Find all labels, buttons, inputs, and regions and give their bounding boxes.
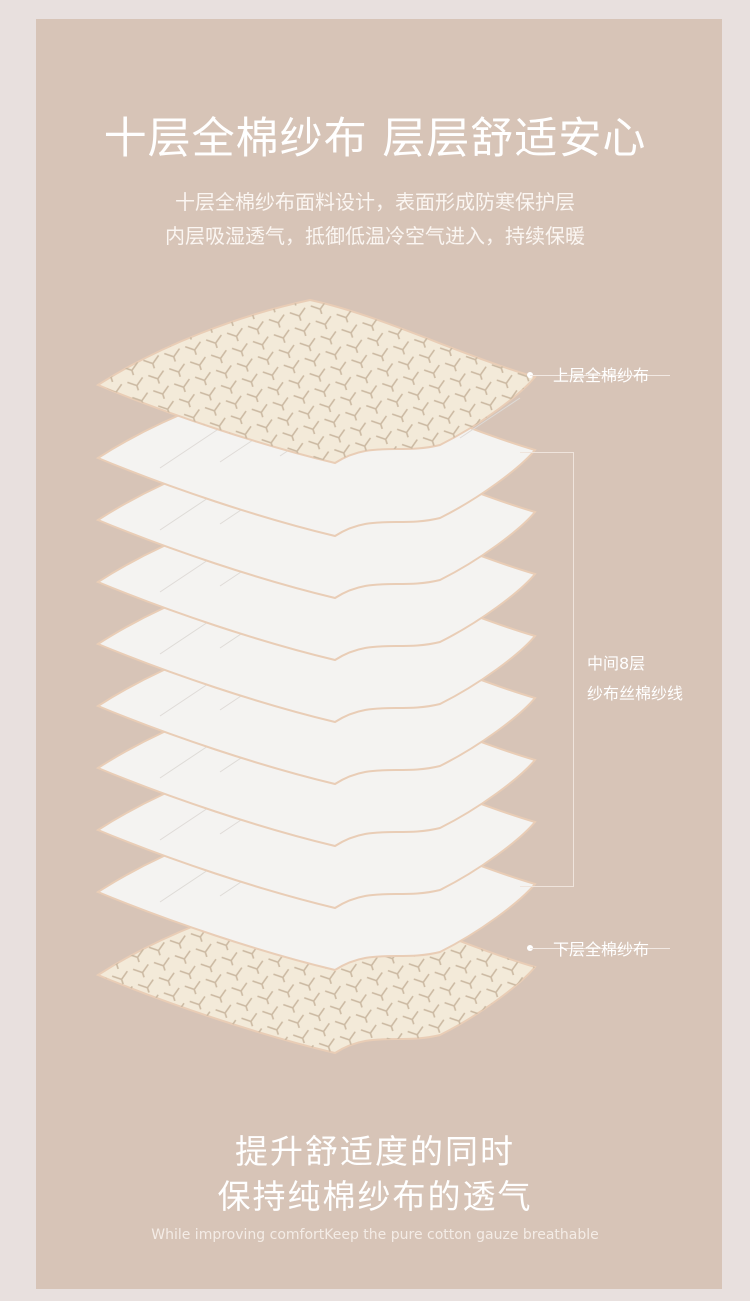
- bottom-layer-label: 下层全棉纱布: [553, 940, 650, 959]
- footer-english: While improving comfortKeep the pure cot…: [151, 1227, 599, 1243]
- middle-label-line-2: 纱布丝棉纱线: [587, 684, 684, 703]
- top-label-line: [530, 375, 670, 376]
- page-title: 十层全棉纱布 层层舒适安心: [103, 114, 647, 164]
- middle-layers-bracket: [520, 452, 574, 887]
- footer-line-2: 保持纯棉纱布的透气: [217, 1177, 533, 1216]
- top-patterned-layer-texture: [98, 300, 535, 463]
- fabric-weave-line: [459, 397, 521, 439]
- description-line-2: 内层吸湿透气，抵御低温冷空气进入，持续保暖: [165, 224, 585, 248]
- footer-line-1: 提升舒适度的同时: [235, 1132, 515, 1171]
- top-layer-label: 上层全棉纱布: [553, 366, 650, 385]
- middle-label-line-1: 中间8层: [587, 654, 646, 673]
- description-line-1: 十层全棉纱布面料设计，表面形成防寒保护层: [175, 190, 575, 214]
- bottom-label-line: [530, 948, 670, 949]
- fabric-weave-line: [159, 427, 221, 469]
